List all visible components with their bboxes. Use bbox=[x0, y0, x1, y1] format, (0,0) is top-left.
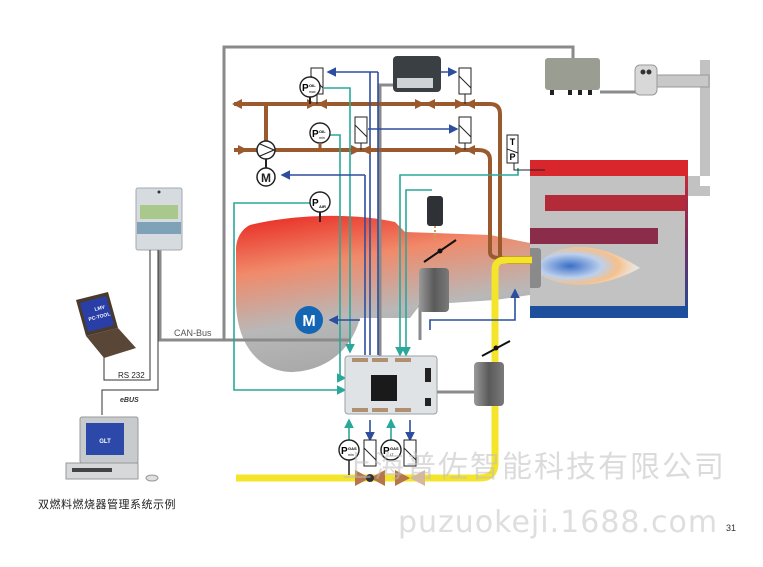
pump-motor-label: M bbox=[261, 171, 271, 185]
oil-supply-arrow bbox=[238, 145, 248, 155]
svg-text:GAS: GAS bbox=[348, 446, 357, 451]
svg-text:GAS: GAS bbox=[390, 446, 399, 451]
svg-text:min: min bbox=[348, 453, 354, 457]
svg-text:P: P bbox=[341, 446, 348, 457]
gas-valves bbox=[355, 439, 425, 486]
laptop: LMV PC-TOOL bbox=[76, 292, 136, 358]
teal-signal-lines bbox=[233, 87, 519, 440]
oil-pump: M bbox=[256, 140, 276, 187]
glt-computer: GLT bbox=[65, 416, 159, 482]
svg-text:LMV: LMV bbox=[94, 304, 106, 313]
display-unit-azl bbox=[135, 187, 183, 251]
svg-text:P: P bbox=[302, 83, 309, 94]
burner-body bbox=[236, 215, 530, 372]
svg-text:LT: LT bbox=[390, 453, 395, 457]
pressure-gauge-air: P AIR bbox=[309, 191, 331, 222]
svg-text:T: T bbox=[510, 137, 516, 147]
valve-oil-2 bbox=[455, 67, 475, 109]
valve-oil-4 bbox=[455, 116, 475, 155]
ebus-label: eBUS bbox=[120, 397, 139, 404]
pressure-gauge-gas-lt: P GAS LT bbox=[380, 439, 402, 461]
valve-oil-3 bbox=[351, 116, 371, 155]
page-number: 31 bbox=[726, 523, 737, 533]
svg-text:min: min bbox=[319, 136, 325, 140]
bus-wires bbox=[158, 45, 640, 394]
burner-motor: M bbox=[295, 306, 323, 334]
svg-text:PC-TOOL: PC-TOOL bbox=[88, 311, 111, 323]
can-bus-label: CAN-Bus bbox=[174, 328, 212, 338]
flue-gas-sensor bbox=[634, 64, 710, 96]
valve-gas-2 bbox=[395, 439, 425, 486]
svg-text:P: P bbox=[312, 198, 319, 209]
pressure-gauge-oil-max: P OIL max bbox=[299, 76, 321, 104]
ignition-transformer bbox=[427, 196, 443, 242]
diagram-caption: 双燃料燃烧器管理系统示例 bbox=[38, 498, 176, 511]
svg-text:max: max bbox=[309, 90, 316, 94]
svg-text:OIL: OIL bbox=[309, 83, 316, 88]
lmv-controller bbox=[344, 355, 438, 415]
valve-gas-1 bbox=[355, 439, 385, 486]
burner-motor-label: M bbox=[302, 313, 315, 330]
air-damper-actuator bbox=[419, 239, 457, 312]
oil-valves bbox=[307, 67, 475, 155]
oil-return-arrow bbox=[232, 99, 242, 109]
oil-actuator bbox=[393, 56, 441, 92]
blue-signal-lines bbox=[280, 67, 520, 442]
watermark-company: 上海普佐智能科技有限公司 bbox=[342, 450, 726, 485]
watermark-url: puzuokeji.1688.com bbox=[398, 505, 719, 540]
tp-switch: T P bbox=[506, 134, 545, 171]
svg-text:GLT: GLT bbox=[99, 439, 111, 445]
junction-box bbox=[545, 58, 600, 95]
svg-text:OIL: OIL bbox=[319, 129, 326, 134]
svg-text:P: P bbox=[383, 446, 390, 457]
pressure-gauge-gas-min: P GAS min bbox=[338, 439, 360, 475]
gas-damper-actuator bbox=[474, 340, 511, 406]
pump-motor-icon bbox=[256, 167, 276, 187]
pressure-gauge-oil-min: P OIL min bbox=[309, 122, 331, 150]
svg-text:P: P bbox=[509, 152, 515, 162]
svg-text:P: P bbox=[312, 129, 319, 140]
svg-text:AIR: AIR bbox=[319, 204, 326, 209]
display-cables bbox=[101, 250, 159, 415]
boiler bbox=[530, 60, 710, 318]
rs232-label: RS 232 bbox=[118, 371, 145, 380]
